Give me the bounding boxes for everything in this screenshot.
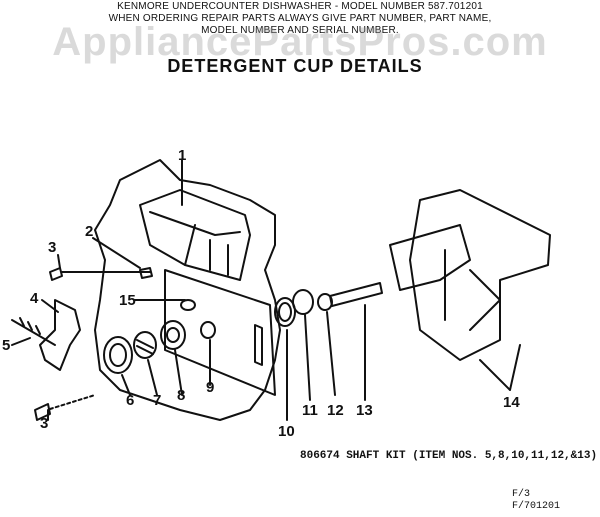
cover-plate <box>164 269 276 396</box>
callout-7: 7 <box>153 392 161 409</box>
callout-8: 8 <box>177 387 185 404</box>
washer-15 <box>180 299 196 311</box>
screw-lower <box>34 403 51 421</box>
callout-6: 6 <box>126 392 134 409</box>
gear <box>103 336 133 374</box>
header-line-3: MODEL NUMBER AND SERIAL NUMBER. <box>201 25 399 36</box>
callout-13: 13 <box>356 402 373 419</box>
callout-10: 10 <box>278 423 295 440</box>
page-title: DETERGENT CUP DETAILS <box>167 56 423 76</box>
callout-5: 5 <box>2 337 10 354</box>
callout-3-upper: 3 <box>48 239 56 256</box>
detergent-cup <box>139 189 251 281</box>
pin <box>11 319 56 346</box>
callout-2: 2 <box>85 223 93 240</box>
footer-line-2: F/701201 <box>512 501 561 512</box>
callout-11: 11 <box>302 402 318 419</box>
shaft-kit-note: 806674 SHAFT KIT (ITEM NOS. 5,8,10,11,12… <box>300 450 598 462</box>
grommet <box>200 321 216 339</box>
spring-coil <box>133 331 157 359</box>
callout-14: 14 <box>503 394 520 411</box>
door-panel <box>94 159 281 421</box>
header-line-1: KENMORE UNDERCOUNTER DISHWASHER - MODEL … <box>117 1 483 12</box>
screw-2 <box>139 267 153 279</box>
callout-3-lower: 3 <box>40 415 48 432</box>
footer-line-1: F/3 <box>512 489 531 500</box>
callout-12: 12 <box>327 402 344 419</box>
screw-upper <box>49 267 63 281</box>
callout-1: 1 <box>178 147 186 164</box>
header-line-2: WHEN ORDERING REPAIR PARTS ALWAYS GIVE P… <box>108 13 492 24</box>
lever <box>39 299 81 371</box>
callout-15: 15 <box>119 292 136 309</box>
shaft-13 <box>329 282 383 307</box>
actuator <box>160 320 186 350</box>
callout-4: 4 <box>30 290 39 307</box>
cup-lid <box>409 189 551 361</box>
bearing-11 <box>292 289 314 315</box>
callout-9: 9 <box>206 379 214 396</box>
seal-10 <box>274 297 296 327</box>
